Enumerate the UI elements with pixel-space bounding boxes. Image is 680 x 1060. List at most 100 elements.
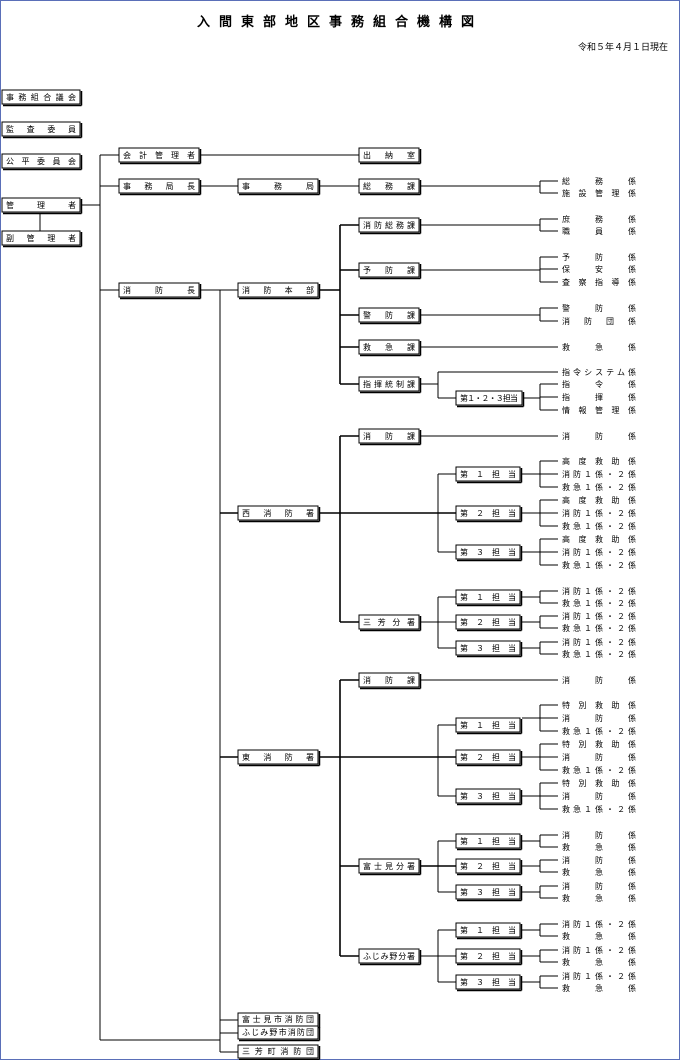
leaf-h3-shobo: 消防係 [562, 791, 636, 801]
leaf-m3-kyukyu: 救急１係・２係 [562, 649, 636, 659]
leaf-n3-kyukyu: 救急１係・２係 [562, 560, 636, 570]
box-fb-tan2-box [455, 858, 521, 874]
box-yoboka-box [358, 262, 420, 278]
box-suitoshitsu-box [358, 147, 420, 163]
box-nishi-tan1-box [455, 466, 521, 482]
leaf-fb2-shobo: 消防係 [562, 855, 636, 865]
box-fujimi-bunsho: 富士見分署 [363, 861, 415, 871]
leaf-fj1-shobo: 消防１係・２係 [562, 919, 636, 929]
box-daisanbun: 第１・２・３担当 [460, 393, 518, 403]
box-shikitsuseika-box [358, 376, 420, 392]
box-daisanbun-box [455, 390, 523, 406]
box-fj-tan3-box [455, 974, 521, 990]
leaf-fj3-kyukyu: 救急係 [562, 983, 636, 993]
leaf-n2-shobo: 消防１係・２係 [562, 508, 636, 518]
box-shobohonbu-box [237, 282, 319, 298]
box-dan-fujimi: 富士見市消防団 [242, 1014, 314, 1024]
leaf-somu: 総務係 [562, 176, 636, 186]
leaf-n1-kodo: 高度救助係 [562, 456, 636, 466]
leaf-m2-kyukyu: 救急１係・２係 [562, 623, 636, 633]
box-shikitsuseika: 指揮統制課 [363, 379, 415, 389]
box-kanrisha-box [1, 197, 81, 213]
leaf-fb3-shobo: 消防係 [562, 881, 636, 891]
leaf-fj2-shobo: 消防１係・２係 [562, 945, 636, 955]
chart-title: 入間東部地区事務組合機構図 [197, 14, 483, 30]
leaf-m2-shobo: 消防１係・２係 [562, 611, 636, 621]
box-dan-fujimino-box [237, 1025, 319, 1040]
box-kyukyuka: 救急課 [363, 342, 415, 352]
leaf-shirei: 指令係 [562, 379, 636, 389]
leaf-shiki: 指揮係 [562, 392, 636, 402]
leaf-fb1-shobo: 消防係 [562, 830, 636, 840]
leaf-yobo: 予防係 [562, 252, 636, 262]
leaf-h2-toku: 特別救助係 [562, 739, 636, 749]
leaf-fb2-kyukyu: 救急係 [562, 867, 636, 877]
box-higashi-yoboka-box [358, 672, 420, 688]
leaf-shobodan: 消防団係 [562, 316, 636, 326]
box-miyoshi-tan2-box [455, 614, 521, 630]
leaf-h1-toku: 特別救助係 [562, 700, 636, 710]
box-fj-tan1-box [455, 922, 521, 938]
leaf-higashi-shobo: 消防係 [562, 675, 636, 685]
box-higashi-tan2-box [455, 749, 521, 765]
box-nishi-yoboka-box [358, 428, 420, 444]
leaf-sasatsu: 査察指導係 [562, 277, 636, 287]
main-connector-lines [220, 224, 456, 957]
leaf-joho: 情報管理係 [562, 405, 636, 415]
leaf-n3-shobo: 消防１係・２係 [562, 547, 636, 557]
box-miyoshi-tan1-box [455, 589, 521, 605]
box-keiboka-box [358, 307, 420, 323]
box-miyoshi-tan3-box [455, 640, 521, 656]
leaf-hoan: 保安係 [562, 264, 636, 274]
box-gikai-box [1, 89, 81, 105]
leaf-h3-kyukyu: 救急１係・２係 [562, 804, 636, 814]
leaf-kyukyu: 救急係 [562, 342, 636, 352]
leaf-n1-kyukyu: 救急１係・２係 [562, 482, 636, 492]
box-nishi-tan2-box [455, 505, 521, 521]
leaf-h2-shobo: 消防係 [562, 752, 636, 762]
box-kanrisha: 管理者 [6, 200, 76, 210]
box-somuka: 総務課 [363, 181, 415, 191]
leaf-fj3-shobo: 消防１係・２係 [562, 971, 636, 981]
box-miyoshi-box [358, 614, 420, 630]
box-kaikei-kanrisha: 会計管理者 [123, 150, 195, 160]
box-kohei: 公平委員会 [6, 156, 76, 166]
box-shobocho: 消防長 [123, 285, 195, 295]
box-fujimi-bunsho-box [358, 858, 420, 874]
box-fb-tan3-box [455, 884, 521, 900]
box-higashi-tan3-box [455, 788, 521, 804]
box-jimukyokucho-box [118, 178, 200, 194]
as-of-date: 令和５年４月１日現在 [578, 41, 668, 53]
box-jimukyoku: 事務局 [242, 181, 314, 191]
box-dan-miyoshi-box [237, 1044, 319, 1059]
box-fujimino-bunsho: ふじみ野分署 [363, 952, 415, 961]
leaf-n1-shobo: 消防１係・２係 [562, 469, 636, 479]
box-shobocho-box [118, 282, 200, 298]
box-fb-tan1-box [455, 833, 521, 849]
leaf-h3-toku: 特別救助係 [562, 778, 636, 788]
leaf-fb1-kyukyu: 救急係 [562, 842, 636, 852]
leaf-nishi-shobo: 消防係 [562, 431, 636, 441]
box-nishi-yoboka: 消防課 [363, 431, 415, 441]
box-kansa-box [1, 121, 81, 137]
leaf-m1-shobo: 消防１係・２係 [562, 586, 636, 596]
leaf-fb3-kyukyu: 救急係 [562, 893, 636, 903]
leaf-shirei-system: 指令システム係 [562, 367, 636, 377]
leaf-n2-kodo: 高度救助係 [562, 495, 636, 505]
leaf-n2-kyukyu: 救急１係・２係 [562, 521, 636, 531]
leaf-n3-kodo: 高度救助係 [562, 534, 636, 544]
leaf-h2-kyukyu: 救急１係・２係 [562, 765, 636, 775]
leaf-h1-kyukyu: 救急１係・２係 [562, 726, 636, 736]
box-shobo-somuka-box [358, 217, 420, 233]
box-suitoshitsu: 出納室 [363, 150, 415, 160]
leaf-keibo: 警防係 [562, 303, 636, 313]
leaf-m3-shobo: 消防１係・２係 [562, 637, 636, 647]
box-higashi-yoboka: 消防課 [363, 675, 415, 685]
box-kaikei-kanrisha-box [118, 147, 200, 163]
box-kohei-box [1, 153, 81, 169]
box-higashi-sho-box [237, 749, 319, 765]
org-boxes [1, 89, 525, 1060]
box-jimukyoku-box [237, 178, 319, 194]
box-nishi-tan3-box [455, 544, 521, 560]
